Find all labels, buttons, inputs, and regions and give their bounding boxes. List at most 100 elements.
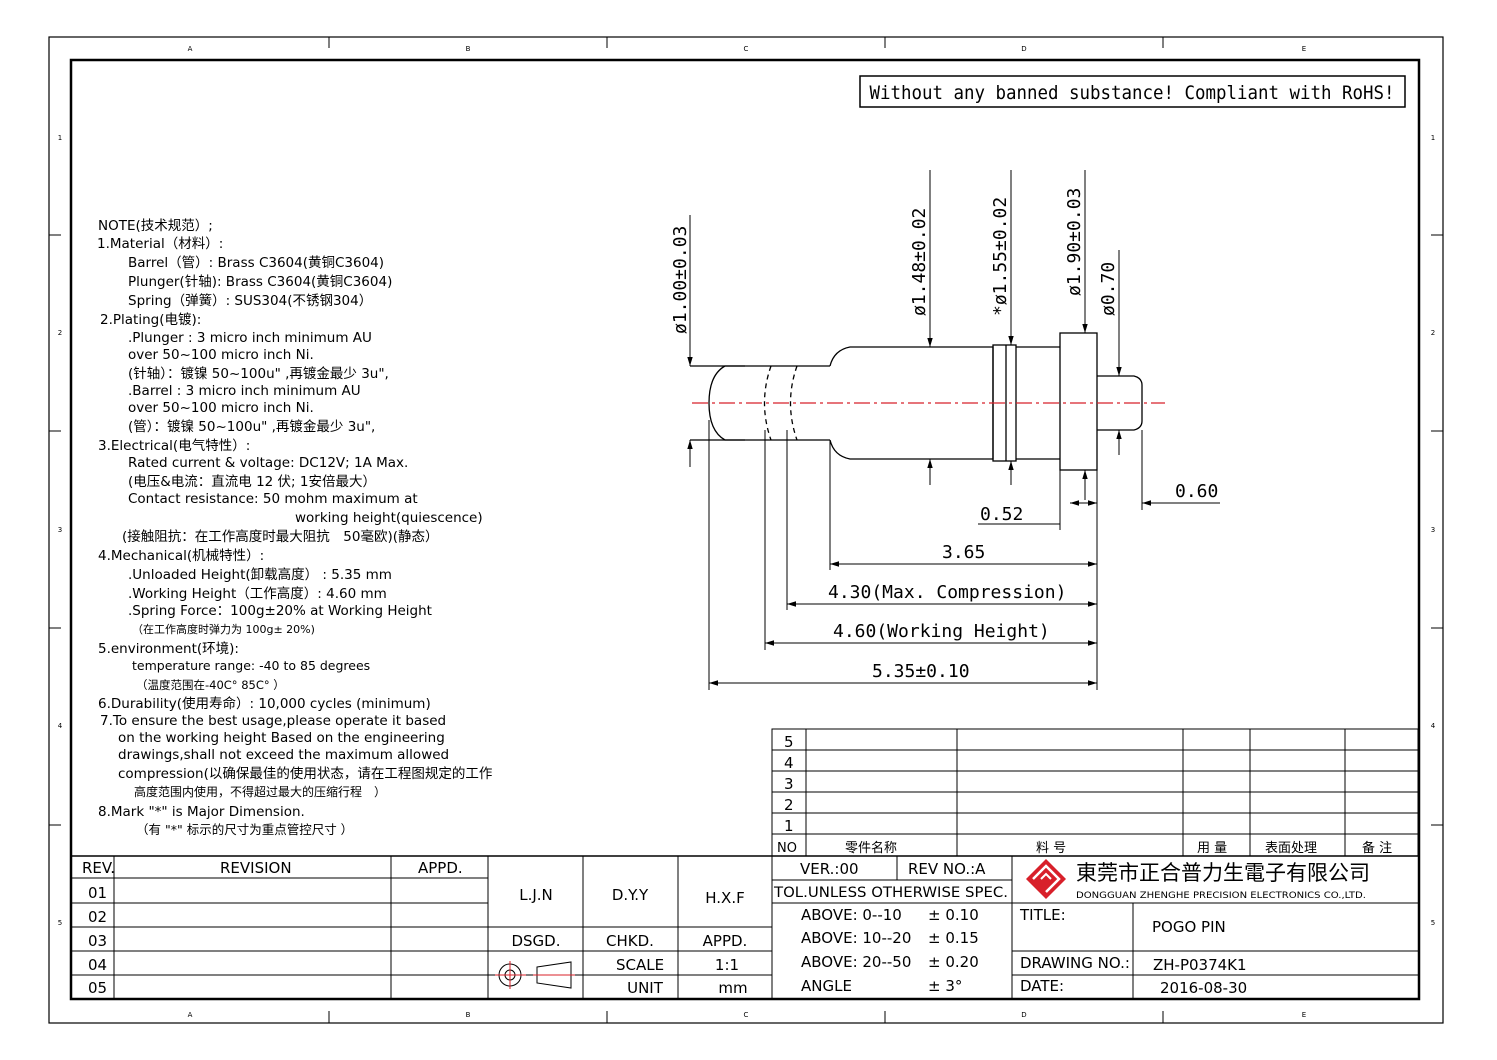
svg-text:02: 02: [88, 908, 107, 926]
svg-text:3.Electrical(电气特性）:: 3.Electrical(电气特性）:: [98, 438, 250, 454]
svg-text:NO: NO: [777, 841, 797, 856]
svg-text:料 号: 料 号: [1036, 841, 1066, 856]
dim-max-compression: 4.30(Max. Compression): [828, 582, 1066, 603]
svg-text:3: 3: [58, 526, 62, 534]
svg-text:POGO PIN: POGO PIN: [1152, 918, 1226, 936]
plunger-tail: [1097, 375, 1143, 431]
svg-text:2.Plating(电镀):: 2.Plating(电镀):: [100, 311, 201, 328]
svg-text:E: E: [1302, 1011, 1306, 1019]
svg-text:SCALE: SCALE: [616, 956, 664, 974]
svg-text:.Plunger : 3 micro inch minimu: .Plunger : 3 micro inch minimum AU: [128, 330, 372, 346]
bom-table: [771, 728, 1419, 857]
svg-text:1: 1: [784, 817, 794, 835]
svg-text:± 3°: ± 3°: [928, 977, 962, 995]
rohs-banner: Without any banned substance! Compliant …: [870, 82, 1395, 104]
company-name-cn: 東莞市正合普力生電子有限公司: [1076, 861, 1370, 885]
svg-text:REV.: REV.: [82, 859, 115, 877]
svg-text:(电压&电流：直流电 12 伏; 1安倍最大）: (电压&电流：直流电 12 伏; 1安倍最大）: [128, 474, 376, 490]
svg-text:DSGD.: DSGD.: [511, 932, 560, 950]
svg-text:working height(quiescence): working height(quiescence): [295, 510, 483, 526]
svg-text:3: 3: [1431, 526, 1435, 534]
svg-text:temperature range: -40 to 85 d: temperature range: -40 to 85 degrees: [132, 658, 370, 673]
svg-text:B: B: [466, 1011, 471, 1019]
svg-text:ABOVE: 0--10: ABOVE: 0--10: [801, 906, 902, 924]
svg-text:drawings,shall not exceed the: drawings,shall not exceed the maximum al…: [118, 747, 449, 763]
outer-border: [48, 36, 1444, 1024]
zone-row-labels-right: 1 2 3 4 5: [1431, 134, 1436, 927]
svg-text:2: 2: [784, 796, 794, 814]
bom-labels: 5 4 3 2 1 NO 零件名称 料 号 用 量 表面处理 备 注: [777, 733, 1392, 856]
svg-text:.Spring Force：100g±20% at Wor: .Spring Force：100g±20% at Working Height: [128, 603, 432, 619]
svg-text:Rated current & voltage: DC12V: Rated current & voltage: DC12V; 1A Max.: [128, 455, 408, 471]
dim-working-height: 4.60(Working Height): [833, 621, 1050, 642]
svg-text:6.Durability(使用寿命）: 10,000 cyc: 6.Durability(使用寿命）: 10,000 cycles (minim…: [98, 695, 431, 712]
svg-text:C: C: [744, 1011, 749, 1019]
pogo-pin-drawing: [690, 332, 1143, 471]
svg-text:Spring（弹簧）: SUS304(不锈钢304）: Spring（弹簧）: SUS304(不锈钢304）: [128, 293, 372, 309]
dimension-labels: ø1.00±0.03 ø1.48±0.02 *ø1.55±0.02 ø1.90±…: [670, 188, 1218, 682]
dim-barrel-diameter: ø1.48±0.02: [909, 208, 930, 316]
notes-heading: NOTE(技术规范）;: [98, 218, 213, 234]
svg-text:03: 03: [88, 932, 107, 950]
svg-text:零件名称: 零件名称: [845, 840, 897, 856]
svg-text:04: 04: [88, 956, 107, 974]
svg-text:ZH-P0374K1: ZH-P0374K1: [1153, 956, 1247, 974]
zone-col-labels-bottom: A B C D E: [188, 1011, 1307, 1019]
projection-symbol-icon: [495, 961, 575, 989]
svg-text:(针轴）：镀镍 50~100u" ,再镀金最少 3u",: (针轴）：镀镍 50~100u" ,再镀金最少 3u",: [128, 365, 389, 382]
svg-text:2016-08-30: 2016-08-30: [1160, 979, 1247, 997]
svg-text:4: 4: [58, 722, 63, 730]
svg-text:compression(以确保最佳的使用状态，请在工程图规定: compression(以确保最佳的使用状态，请在工程图规定的工作: [118, 765, 492, 782]
svg-text:mm: mm: [718, 979, 747, 997]
tolerance-block: VER.:00 REV NO.:A TOL.UNLESS OTHERWISE S…: [773, 860, 1008, 995]
svg-text:05: 05: [88, 979, 107, 997]
svg-text:（有 "*" 标示的尺寸为重点管控尺寸 ）: （有 "*" 标示的尺寸为重点管控尺寸 ）: [136, 822, 353, 837]
svg-text:± 0.10: ± 0.10: [928, 906, 979, 924]
svg-text:on the working height Based on: on the working height Based on the engin…: [118, 730, 445, 746]
svg-text:APPD.: APPD.: [703, 932, 748, 950]
signoff-block: L.J.N D.Y.Y H.X.F DSGD. CHKD. APPD. SCAL…: [511, 886, 747, 997]
zone-row-labels-left: 1 2 3 4 5: [58, 134, 63, 927]
svg-text:ABOVE: 20--50: ABOVE: 20--50: [801, 953, 911, 971]
dim-tip-diameter: ø1.00±0.03: [670, 226, 691, 334]
svg-text:2: 2: [58, 329, 62, 337]
svg-text:A: A: [188, 1011, 193, 1019]
svg-text:4: 4: [784, 754, 794, 772]
dim-tail-diameter: ø0.70: [1098, 262, 1119, 316]
dim-flange-length: 0.52: [980, 504, 1023, 525]
dimension-lines: [687, 170, 1220, 690]
svg-text:ABOVE: 10--20: ABOVE: 10--20: [801, 929, 911, 947]
dim-barrel-length: 3.65: [942, 542, 985, 563]
svg-text:D: D: [1021, 1011, 1026, 1019]
svg-text:(管）：镀镍 50~100u" ,再镀金最少 3u",: (管）：镀镍 50~100u" ,再镀金最少 3u",: [128, 418, 375, 435]
company-name-en: DONGGUAN ZHENGHE PRECISION ELECTRONICS C…: [1076, 891, 1366, 901]
zone-col-labels-top: A B C D E: [188, 45, 1307, 53]
svg-text:Plunger(针轴): Brass C3604(黄铜C3: Plunger(针轴): Brass C3604(黄铜C3604): [128, 274, 392, 290]
svg-text:E: E: [1302, 45, 1306, 53]
inner-border: [69, 58, 1421, 1001]
svg-text:APPD.: APPD.: [418, 859, 463, 877]
svg-text:A: A: [188, 45, 193, 53]
company-logo-icon: [1026, 859, 1066, 899]
svg-text:over 50~100 micro inch Ni.: over 50~100 micro inch Ni.: [128, 347, 314, 363]
svg-text:over 50~100 micro inch Ni.: over 50~100 micro inch Ni.: [128, 400, 314, 416]
svg-text:UNIT: UNIT: [627, 979, 664, 997]
svg-text:DATE:: DATE:: [1020, 977, 1064, 995]
svg-text:用 量: 用 量: [1197, 841, 1227, 856]
svg-text:B: B: [466, 45, 471, 53]
title-block-grid: [71, 855, 1418, 999]
svg-text:Barrel（管）: Brass C3604(黄铜C360: Barrel（管）: Brass C3604(黄铜C3604): [128, 255, 384, 271]
svg-text:D.Y.Y: D.Y.Y: [612, 886, 649, 904]
svg-text:表面处理: 表面处理: [1265, 841, 1317, 856]
plunger-tip: [708, 365, 745, 441]
svg-text:D: D: [1021, 45, 1026, 53]
svg-text:REV NO.:A: REV NO.:A: [908, 860, 986, 878]
svg-text:5: 5: [58, 919, 62, 927]
svg-text:CHKD.: CHKD.: [606, 932, 654, 950]
title-block: TITLE: POGO PIN DRAWING NO.: ZH-P0374K1 …: [1019, 906, 1247, 997]
barrel-flange: [1059, 332, 1098, 471]
svg-text:备 注: 备 注: [1362, 840, 1392, 856]
svg-text:2: 2: [1431, 329, 1435, 337]
svg-text:TITLE:: TITLE:: [1019, 906, 1066, 924]
dim-tail-length: 0.60: [1175, 481, 1218, 502]
